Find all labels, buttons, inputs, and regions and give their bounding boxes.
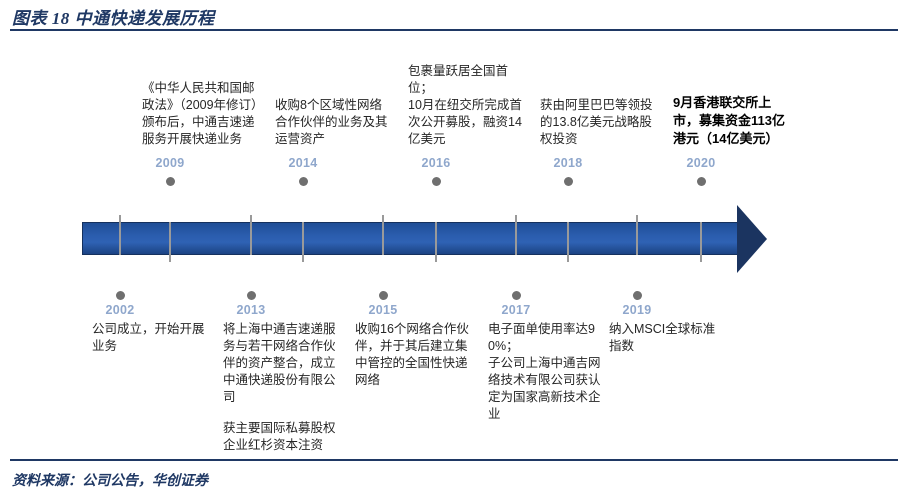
marker-dot-icon: [564, 177, 573, 186]
event-text-2018: 获由阿里巴巴等领投的13.8亿美元战略股权投资: [540, 97, 658, 148]
footer-divider: [10, 459, 898, 461]
event-text-2019: 纳入MSCI全球标准指数: [609, 321, 727, 355]
event-text-2009: 《中华人民共和国邮政法》（2009年修订）颁布后，中通吉速递服务开展快递业务: [142, 80, 260, 148]
year-label-2018: 2018: [553, 156, 583, 170]
year-label-2019: 2019: [622, 303, 652, 317]
marker-line: [302, 222, 304, 262]
event-paragraph: 纳入MSCI全球标准指数: [609, 322, 716, 353]
marker-line: [382, 215, 384, 255]
source-note: 资料来源：公司公告，华创证券: [12, 474, 208, 489]
timeline-bar: [82, 222, 742, 255]
marker-line: [250, 215, 252, 255]
marker-dot-icon: [379, 291, 388, 300]
event-paragraph: 9月香港联交所上市，募集资金113亿港元（14亿美元）: [673, 95, 785, 146]
marker-dot-icon: [697, 177, 706, 186]
year-label-2013: 2013: [236, 303, 266, 317]
marker-line: [435, 222, 437, 262]
year-label-2015: 2015: [368, 303, 398, 317]
event-paragraph-secondary: 获主要国际私募股权企业红杉资本注资: [223, 421, 336, 452]
marker-dot-icon: [432, 177, 441, 186]
event-paragraph: 包裹量跃居全国首位； 10月在纽交所完成首次公开募股，融资14亿美元: [408, 64, 522, 146]
event-text-2020: 9月香港联交所上市，募集资金113亿港元（14亿美元）: [673, 94, 795, 148]
event-paragraph: 收购16个网络合作伙伴，并于其后建立集中管控的全国性快递网络: [355, 322, 469, 387]
marker-dot-icon: [166, 177, 175, 186]
year-label-2014: 2014: [288, 156, 318, 170]
event-text-2016: 包裹量跃居全国首位； 10月在纽交所完成首次公开募股，融资14亿美元: [408, 63, 526, 148]
event-paragraph: 将上海中通吉速递服务与若干网络合作伙伴的资产整合，成立中通快递股份有限公司: [223, 322, 336, 404]
marker-line: [636, 215, 638, 255]
marker-dot-icon: [512, 291, 521, 300]
marker-dot-icon: [247, 291, 256, 300]
event-text-2017: 电子面单使用率达90%； 子公司上海中通吉网络技术有限公司获认定为国家高新技术企…: [488, 321, 606, 423]
event-text-2013: 将上海中通吉速递服务与若干网络合作伙伴的资产整合，成立中通快递股份有限公司获主要…: [223, 321, 341, 454]
header-divider: [10, 29, 898, 31]
event-paragraph: 公司成立，开始开展业务: [92, 322, 205, 353]
event-text-2015: 收购16个网络合作伙伴，并于其后建立集中管控的全国性快递网络: [355, 321, 473, 389]
event-paragraph: 《中华人民共和国邮政法》（2009年修订）颁布后，中通吉速递服务开展快递业务: [142, 81, 258, 146]
year-label-2016: 2016: [421, 156, 451, 170]
marker-dot-icon: [116, 291, 125, 300]
marker-line: [700, 222, 702, 262]
event-text-2002: 公司成立，开始开展业务: [92, 321, 210, 355]
year-label-2017: 2017: [501, 303, 531, 317]
timeline-arrow-icon: [737, 205, 767, 273]
chart-header: 图表 18 中通快递发展历程: [0, 0, 908, 34]
marker-dot-icon: [299, 177, 308, 186]
event-text-2014: 收购8个区域性网络合作伙伴的业务及其运营资产: [275, 97, 393, 148]
marker-line: [119, 215, 121, 255]
year-label-2020: 2020: [686, 156, 716, 170]
marker-line: [169, 222, 171, 262]
event-paragraph: 获由阿里巴巴等领投的13.8亿美元战略股权投资: [540, 98, 653, 146]
marker-line: [515, 215, 517, 255]
marker-dot-icon: [633, 291, 642, 300]
marker-line: [567, 222, 569, 262]
event-paragraph: 电子面单使用率达90%； 子公司上海中通吉网络技术有限公司获认定为国家高新技术企…: [488, 322, 601, 421]
event-paragraph: 收购8个区域性网络合作伙伴的业务及其运营资产: [275, 98, 388, 146]
page-title: 图表 18 中通快递发展历程: [12, 9, 215, 28]
year-label-2002: 2002: [105, 303, 135, 317]
year-label-2009: 2009: [155, 156, 185, 170]
